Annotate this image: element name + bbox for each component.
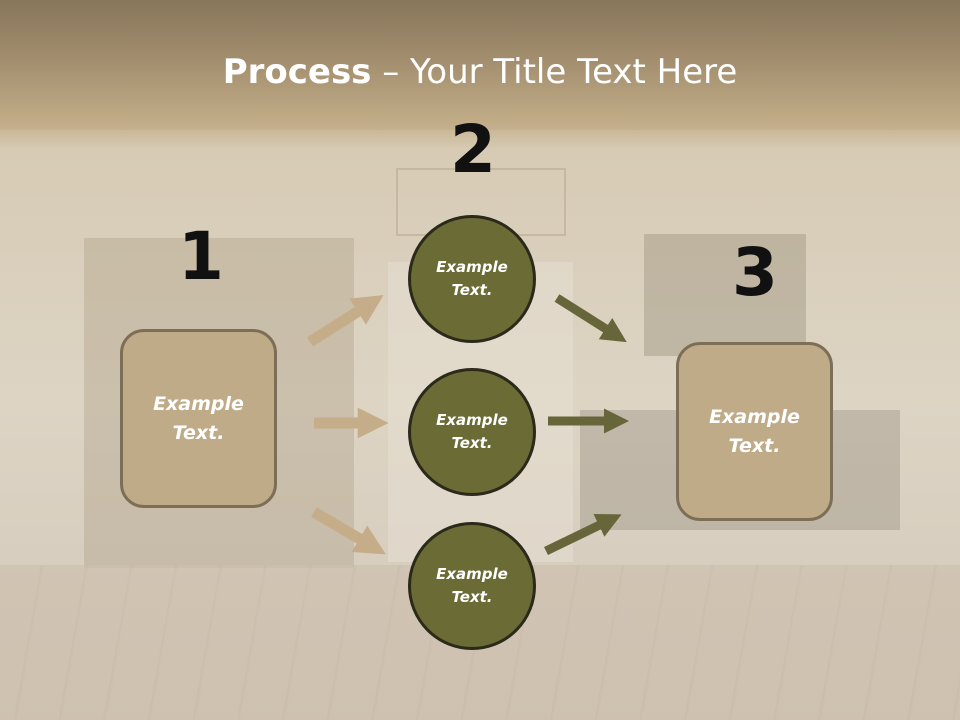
right-box: Example Text.: [676, 342, 833, 521]
arrow-left-to-top: [307, 295, 384, 347]
circle-middle: Example Text.: [408, 368, 536, 496]
circle-bottom-text: Example Text.: [436, 565, 508, 606]
step-number-2: 2: [450, 111, 496, 188]
step-number-1: 1: [178, 218, 224, 295]
background-painting: [644, 234, 806, 356]
right-box-text: Example Text.: [709, 405, 800, 457]
circle-bottom: Example Text.: [408, 522, 536, 650]
step-number-3: 3: [732, 234, 778, 311]
circle-middle-text: Example Text.: [436, 411, 508, 452]
arrow-left-to-bottom: [311, 507, 386, 555]
circle-top-text: Example Text.: [436, 258, 508, 299]
circle-top: Example Text.: [408, 215, 536, 343]
left-box: Example Text.: [120, 329, 277, 508]
arrow-top-to-right: [554, 294, 627, 343]
arrow-bottom-to-right: [544, 514, 622, 556]
slide-title: Process – Your Title Text Here: [0, 52, 960, 92]
left-box-text: Example Text.: [153, 392, 244, 444]
title-bold: Process: [222, 52, 372, 92]
background-ceiling: [0, 0, 960, 130]
title-rest: – Your Title Text Here: [371, 52, 738, 92]
